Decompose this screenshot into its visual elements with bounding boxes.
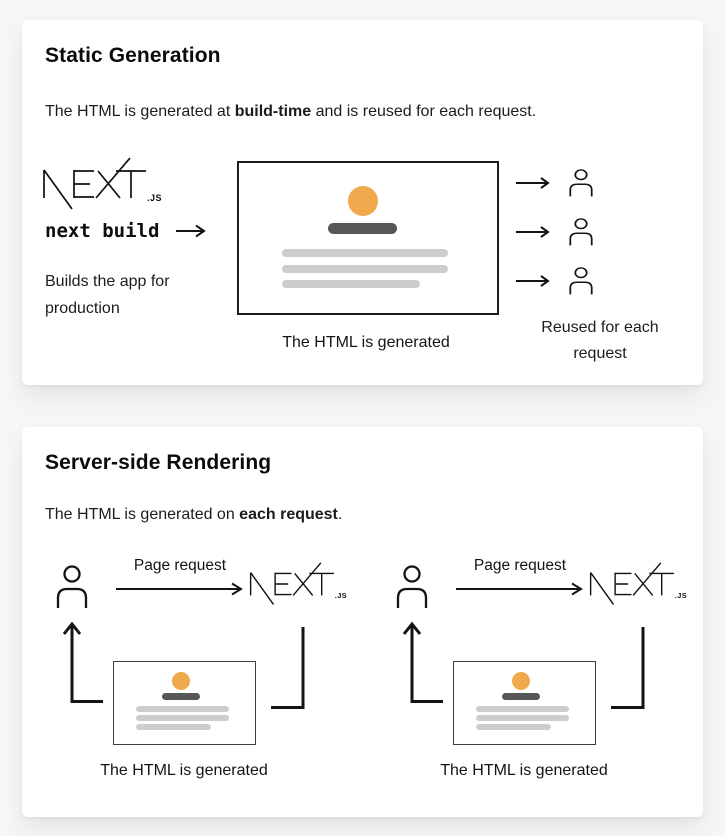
title-bar	[502, 693, 540, 700]
user-icon	[56, 565, 88, 608]
ssr-card-subtitle: The HTML is generated on each request.	[45, 506, 342, 524]
text-line	[282, 265, 448, 273]
request-row	[515, 168, 594, 198]
nextjs-logo-icon: .JS	[589, 562, 687, 605]
html-page-mockup	[113, 661, 256, 745]
ssr-diagram: Page request .JS The HTML is generated	[385, 557, 695, 797]
arrow-right-icon	[516, 177, 550, 189]
text-line	[136, 715, 229, 721]
subtitle-text: The HTML is generated on	[45, 506, 240, 523]
avatar-dot	[172, 672, 190, 690]
mockup-caption: The HTML is generated	[440, 762, 608, 779]
subtitle-text: .	[337, 506, 343, 523]
arrow-right-icon	[456, 582, 583, 596]
text-line	[476, 715, 569, 721]
html-page-mockup	[453, 661, 596, 745]
user-icon	[569, 267, 593, 295]
ssr-diagram: Page request .JS The HTML is generated	[45, 557, 355, 797]
page-request-label: Page request	[133, 557, 227, 574]
subtitle-text: The HTML is generated at	[45, 103, 235, 120]
static-card-title: Static Generation	[45, 44, 221, 67]
server-side-rendering-card: Server-side Rendering The HTML is genera…	[22, 427, 703, 817]
subtitle-bold-text: build-time	[234, 103, 312, 120]
static-generation-card: Static Generation The HTML is generated …	[22, 20, 703, 385]
arrow-up-elbow-icon	[402, 621, 443, 703]
title-bar	[162, 693, 200, 700]
text-line	[282, 249, 448, 257]
text-line	[282, 280, 420, 288]
avatar-dot	[512, 672, 530, 690]
title-bar	[328, 223, 397, 234]
nextjs-logo-icon: .JS	[249, 562, 347, 605]
build-command-text: next build	[45, 220, 160, 242]
page-request-label: Page request	[473, 557, 567, 574]
arrow-right-icon	[516, 226, 550, 238]
user-icon	[569, 169, 593, 197]
svg-text:.JS: .JS	[675, 591, 687, 600]
text-line	[136, 724, 211, 730]
nextjs-logo: .JS	[42, 156, 162, 212]
subtitle-bold-text: each request	[239, 506, 338, 523]
mockup-caption: The HTML is generated	[282, 334, 450, 351]
svg-text:.JS: .JS	[335, 591, 347, 600]
text-line	[136, 706, 229, 712]
svg-text:.JS: .JS	[147, 193, 162, 203]
arrow-right-icon	[176, 224, 207, 238]
user-icon	[396, 565, 428, 608]
user-icon	[569, 218, 593, 246]
ssr-card-title: Server-side Rendering	[45, 451, 272, 474]
subtitle-text: and is reused for each request.	[311, 103, 537, 120]
reuse-note: Reused for each request	[541, 319, 659, 362]
avatar-dot	[348, 186, 378, 216]
mockup-caption: The HTML is generated	[100, 762, 268, 779]
build-command: next build	[45, 220, 207, 242]
html-page-mockup	[237, 161, 499, 315]
static-card-subtitle: The HTML is generated at build-time and …	[45, 103, 536, 121]
build-note: Builds the app for production	[45, 273, 170, 317]
text-line	[476, 724, 551, 730]
nextjs-logo: .JS	[589, 561, 687, 607]
return-elbow-icon	[611, 627, 645, 709]
nextjs-logo: .JS	[249, 561, 347, 607]
arrow-right-icon	[116, 582, 243, 596]
request-row	[515, 217, 594, 247]
nextjs-logo-icon: .JS	[43, 157, 162, 210]
request-row	[515, 266, 594, 296]
return-elbow-icon	[271, 627, 305, 709]
arrow-right-icon	[516, 275, 550, 287]
arrow-up-elbow-icon	[62, 621, 103, 703]
text-line	[476, 706, 569, 712]
